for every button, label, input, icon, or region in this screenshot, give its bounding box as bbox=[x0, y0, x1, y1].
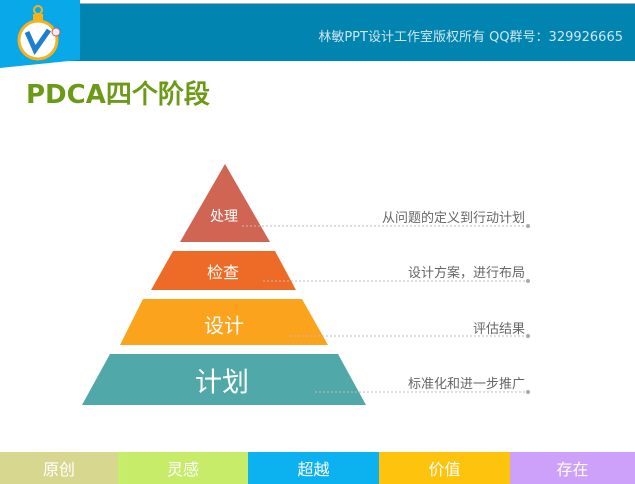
pyramid-level-2 bbox=[151, 251, 296, 290]
level-description: 标准化和进一步推广 bbox=[407, 377, 525, 392]
connector-dot bbox=[526, 334, 530, 338]
connector-dot bbox=[526, 279, 530, 283]
footer-bar: 原创 灵感 超越 价值 存在 bbox=[0, 452, 635, 484]
page-title: PDCA四个阶段 bbox=[26, 80, 210, 110]
level-label: 检查 bbox=[206, 263, 240, 282]
level-label: 处理 bbox=[210, 209, 238, 225]
footer-item-chaoyue: 超越 bbox=[248, 452, 379, 484]
level-label: 设计 bbox=[204, 313, 244, 338]
stopwatch-logo-icon bbox=[17, 5, 61, 61]
footer-item-linggan: 灵感 bbox=[118, 452, 248, 484]
footer-item-jiazhi: 价值 bbox=[379, 452, 510, 484]
footer-item-yuanchuang: 原创 bbox=[0, 452, 118, 484]
pyramid-level-4 bbox=[82, 354, 366, 405]
level-description: 设计方案，进行布局 bbox=[407, 266, 525, 281]
connector-dot bbox=[526, 224, 530, 228]
header-bar: 林敏PPT设计工作室版权所有 QQ群号：329926665 bbox=[0, 3, 635, 61]
level-label: 计划 bbox=[195, 367, 249, 399]
footer-item-cunzai: 存在 bbox=[510, 452, 635, 484]
copyright-text: 林敏PPT设计工作室版权所有 QQ群号：329926665 bbox=[318, 30, 623, 45]
logo bbox=[0, 0, 80, 68]
pyramid-level-1 bbox=[180, 164, 270, 242]
level-description: 从问题的定义到行动计划 bbox=[381, 211, 525, 226]
level-description: 评估结果 bbox=[472, 322, 525, 337]
connector-dot bbox=[526, 390, 530, 394]
pdca-pyramid bbox=[82, 164, 530, 405]
pyramid-level-3 bbox=[120, 299, 328, 345]
